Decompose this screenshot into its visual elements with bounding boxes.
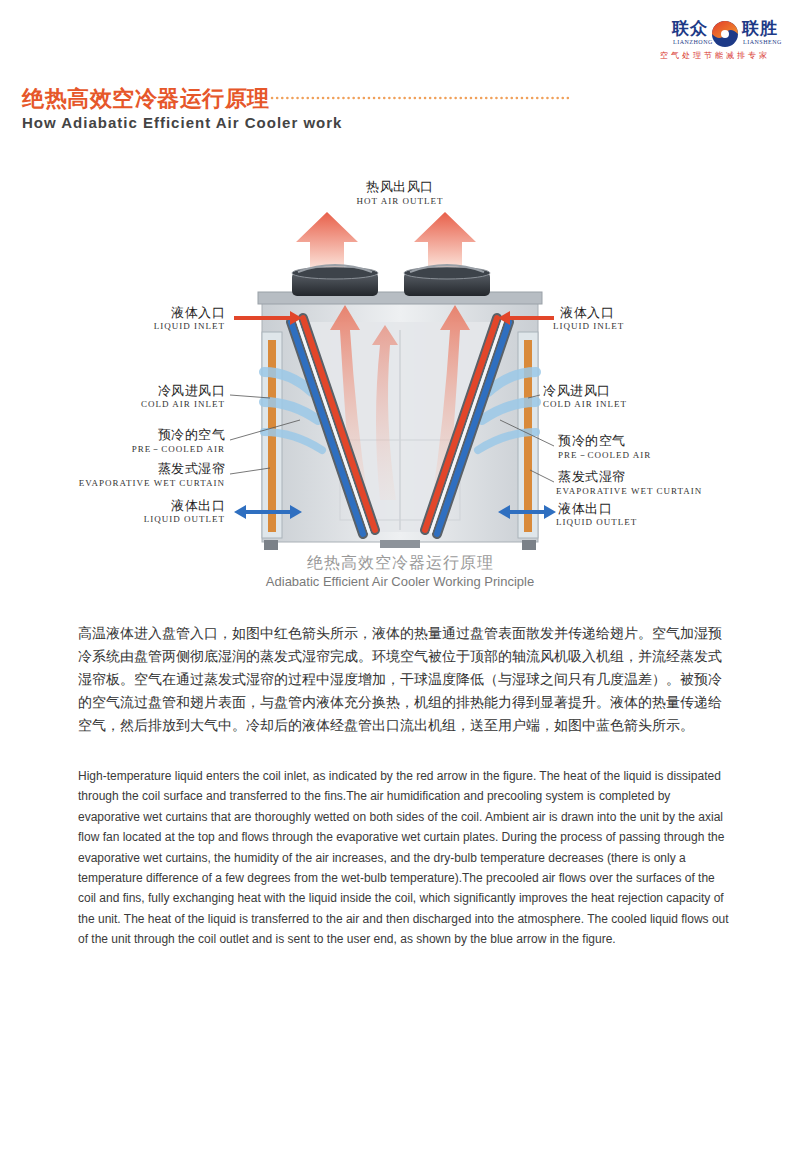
brand-name: 联胜	[742, 17, 778, 40]
coil-part	[297, 320, 369, 532]
brand-pinyin: LIANZHONG	[673, 39, 713, 45]
logo-mark-part	[721, 30, 729, 38]
part-label: 液体出口	[171, 497, 225, 515]
leader-line-part	[230, 420, 300, 440]
part-label: 预冷的空气	[158, 426, 226, 444]
page-title: 绝热高效空冷器运行原理	[22, 84, 270, 114]
liquid-outlet-arrow-part	[508, 510, 546, 514]
coil-part	[437, 322, 509, 534]
brand-slogan: 空气处理节能减排专家	[660, 50, 770, 61]
cold-air-flow	[264, 372, 536, 450]
coil-part	[303, 318, 375, 530]
liquid-inlet-arrow-part	[290, 311, 302, 325]
unit-housing-part	[400, 330, 401, 530]
part-label: 液体出口	[558, 500, 612, 518]
logo-mark-part	[712, 21, 738, 38]
figure-caption-en: Adiabatic Efficient Air Cooler Working P…	[266, 574, 534, 589]
leader-line-part	[500, 420, 554, 446]
hot-air-arrow-part	[296, 212, 358, 268]
unit-housing-part	[522, 540, 536, 550]
brand-pinyin: LIANSHENG	[743, 39, 782, 45]
coil	[291, 318, 509, 534]
unit-housing	[258, 292, 542, 550]
axial-fan-part	[410, 265, 484, 272]
liquid-outlet-arrow	[234, 505, 556, 519]
unit-housing-part	[380, 540, 420, 548]
unit-housing-part	[262, 298, 538, 542]
part-label: 热风出风口	[366, 178, 434, 196]
part-label: PRE－COOLED AIR	[558, 449, 651, 462]
part-label: 预冷的空气	[558, 432, 626, 450]
coil-part	[291, 322, 363, 534]
cold-air-flow-part	[478, 432, 536, 450]
part-label: 蒸发式湿帘	[158, 460, 226, 478]
liquid-outlet-arrow-part	[234, 505, 246, 519]
part-label: PRE－COOLED AIR	[132, 443, 225, 456]
logo-mark	[712, 21, 738, 47]
leader-line	[230, 395, 554, 482]
part-label: HOT AIR OUTLET	[357, 196, 444, 206]
part-label: COLD AIR INLET	[141, 399, 225, 409]
liquid-outlet-arrow-part	[244, 510, 292, 514]
coil-part	[437, 322, 509, 534]
coil-part	[291, 322, 363, 534]
liquid-inlet-arrow-part	[498, 311, 510, 325]
part-label: 液体入口	[560, 304, 614, 322]
unit-housing-part	[264, 540, 278, 550]
liquid-outlet-arrow-part	[290, 505, 302, 519]
cold-air-flow-part	[264, 402, 318, 420]
body-text: High-temperature liquid enters the coil …	[78, 766, 730, 950]
title-dots	[272, 97, 572, 100]
part-label: LIQUID INLET	[553, 321, 624, 331]
part-label: 蒸发式湿帘	[558, 468, 626, 486]
liquid-outlet-arrow-part	[498, 505, 510, 519]
liquid-inlet-arrow-part	[508, 316, 554, 320]
part-label: EVAPORATIVE WET CURTAIN	[79, 478, 225, 488]
part-label: EVAPORATIVE WET CURTAIN	[556, 486, 702, 496]
leader-line-part	[230, 468, 270, 474]
rising-air-part	[372, 325, 398, 500]
liquid-outlet-arrow-part	[544, 505, 556, 519]
figure-caption: 绝热高效空冷器运行原理	[307, 553, 494, 574]
part-label: COLD AIR INLET	[543, 399, 627, 409]
coil-part	[431, 320, 503, 532]
coil-part	[425, 318, 497, 530]
hot-air-arrow-part	[414, 212, 476, 268]
part-label: 冷风进风口	[158, 382, 226, 400]
part-label: 液体入口	[171, 304, 225, 322]
axial-fan	[292, 265, 490, 296]
coil-part	[425, 318, 497, 530]
cold-air-flow-part	[264, 432, 322, 450]
hot-air-arrow	[296, 212, 476, 268]
leader-line-part	[530, 470, 554, 482]
leader-line-part	[230, 395, 270, 398]
axial-fan-part	[298, 265, 372, 272]
cold-air-flow-part	[482, 402, 536, 420]
body-text: 高温液体进入盘管入口，如图中红色箭头所示，液体的热量通过盘管表面散发并传递给翅片…	[78, 622, 722, 737]
part-label: 冷风进风口	[543, 382, 611, 400]
liquid-inlet-arrow	[234, 311, 554, 325]
brand-name: 联众	[672, 17, 708, 40]
coil-part	[303, 318, 375, 530]
liquid-inlet-arrow-part	[234, 316, 292, 320]
part-label: LIQUID OUTLET	[556, 517, 637, 527]
part-label: LIQUID OUTLET	[144, 514, 225, 524]
logo-mark-part	[712, 21, 738, 47]
part-label: LIQUID INLET	[154, 321, 225, 331]
leader-line-part	[528, 395, 540, 398]
page-subtitle: How Adiabatic Efficient Air Cooler work	[22, 114, 342, 131]
